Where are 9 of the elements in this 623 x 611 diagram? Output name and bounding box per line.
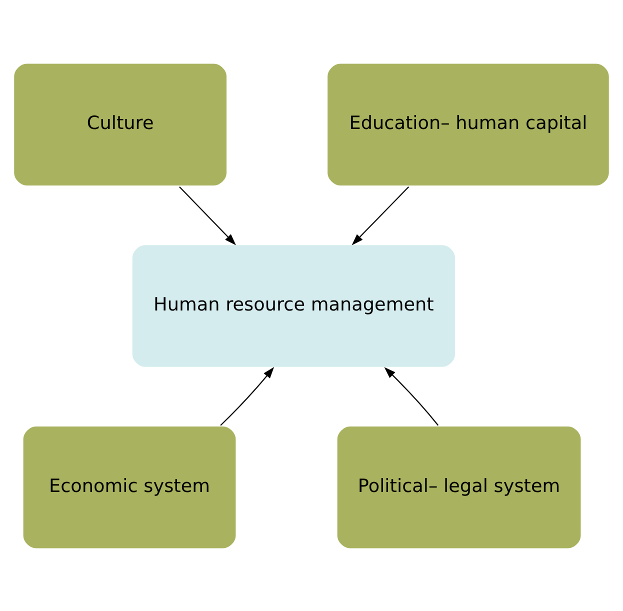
arrow: [384, 366, 439, 426]
node-box: Education– human capital: [325, 60, 612, 188]
node-box: Human resource management: [130, 242, 458, 369]
arrow: [179, 186, 236, 245]
node-box: Economic system: [21, 424, 238, 550]
node-box: Culture: [12, 60, 229, 188]
arrow: [352, 186, 410, 245]
node-box: Political– legal system: [335, 424, 584, 550]
arrow: [220, 366, 274, 426]
